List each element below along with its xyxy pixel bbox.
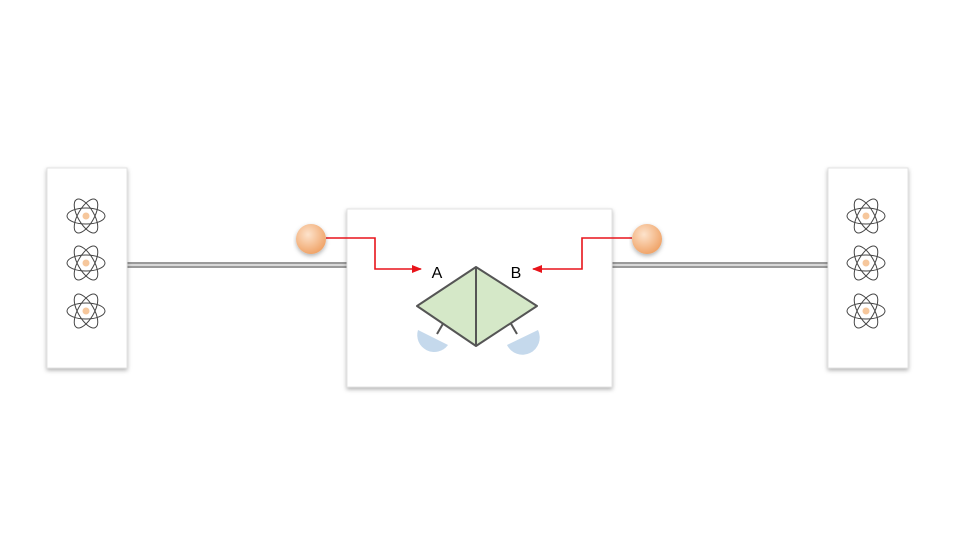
beam-splitter-icon — [416, 266, 538, 347]
port-a-label: A — [432, 265, 443, 282]
right-photon-arrow — [532, 237, 632, 273]
right-fiber — [611, 262, 829, 268]
port-b-label: B — [511, 265, 522, 282]
left-fiber — [127, 262, 349, 268]
measurement-station: A B — [346, 208, 613, 388]
left-photon-arrow — [326, 237, 422, 273]
left-memory-node — [46, 167, 128, 369]
right-memory-node — [827, 167, 909, 369]
left-photon-icon — [296, 224, 326, 254]
right-photon-icon — [632, 224, 662, 254]
